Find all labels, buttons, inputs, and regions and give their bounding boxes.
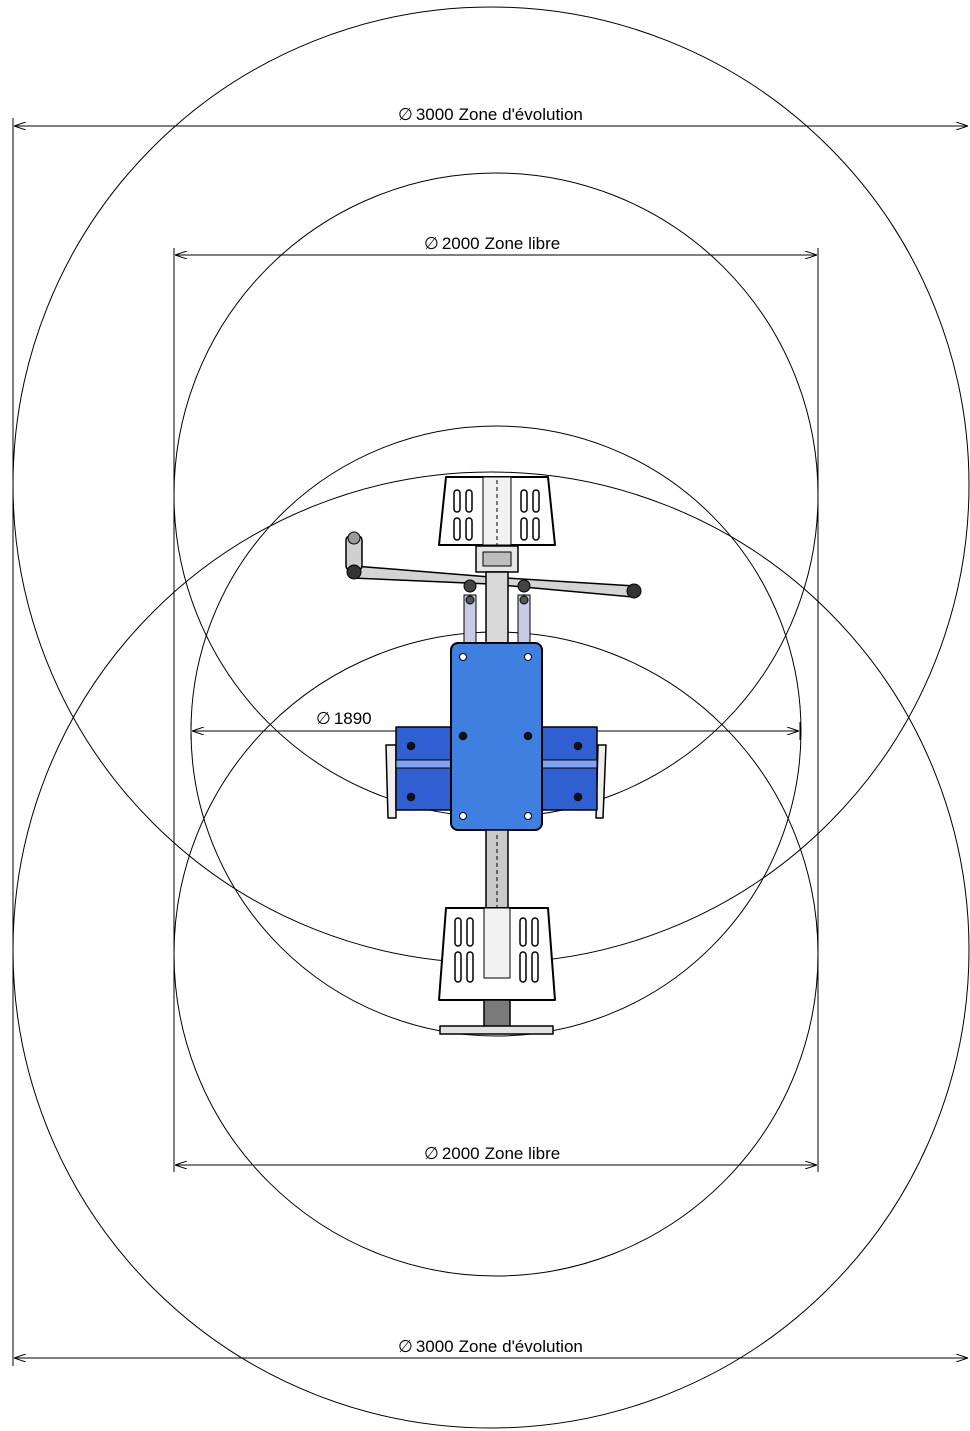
- zone-label: Zone libre: [485, 1144, 561, 1163]
- main-platform: [450, 642, 543, 831]
- diameter-symbol: ∅: [424, 234, 439, 253]
- middle-dimension-label: ∅1890: [316, 709, 372, 728]
- bottom-pedal-slots-left: [454, 917, 474, 983]
- pivot-assembly: [463, 545, 531, 648]
- top-pedal-slots-left: [453, 489, 473, 541]
- dimension-lines: [14, 126, 968, 1358]
- bottom-pedal-slots-right: [519, 917, 539, 983]
- fitness-equipment: [345, 476, 642, 1035]
- handlebar-right-knob: [626, 583, 642, 599]
- dimension-value: 2000: [442, 1144, 480, 1163]
- side-foot-rests: [385, 726, 607, 819]
- bottom-inner-dimension-label: ∅2000 Zone libre: [424, 1144, 560, 1163]
- handlebar-post-cap: [347, 531, 361, 545]
- platform-bolts: [459, 653, 532, 820]
- dimension-value: 3000: [416, 1337, 454, 1356]
- left-foot-rest-frame: [385, 744, 397, 819]
- diameter-symbol: ∅: [398, 105, 413, 124]
- dimension-value: 2000: [442, 234, 480, 253]
- diameter-symbol: ∅: [398, 1337, 413, 1356]
- dimension-value: 3000: [416, 105, 454, 124]
- top-pedal-slots-right: [520, 489, 540, 541]
- zone-label: Zone libre: [485, 234, 561, 253]
- diameter-symbol: ∅: [316, 709, 331, 728]
- diameter-symbol: ∅: [424, 1144, 439, 1163]
- top-inner-dimension-label: ∅2000 Zone libre: [424, 234, 560, 253]
- zone-label: Zone d'évolution: [459, 1337, 583, 1356]
- top-outer-dimension-label: ∅3000 Zone d'évolution: [398, 105, 583, 124]
- handlebar-left-knob: [346, 564, 362, 580]
- bottom-foot-pedal: [438, 907, 556, 1035]
- base-foot: [439, 1025, 554, 1035]
- extension-lines: [12, 118, 819, 1366]
- top-foot-pedal: [438, 476, 556, 546]
- bottom-outer-dimension-label: ∅3000 Zone d'évolution: [398, 1337, 583, 1356]
- dimension-value: 1890: [334, 709, 372, 728]
- zone-label: Zone d'évolution: [459, 105, 583, 124]
